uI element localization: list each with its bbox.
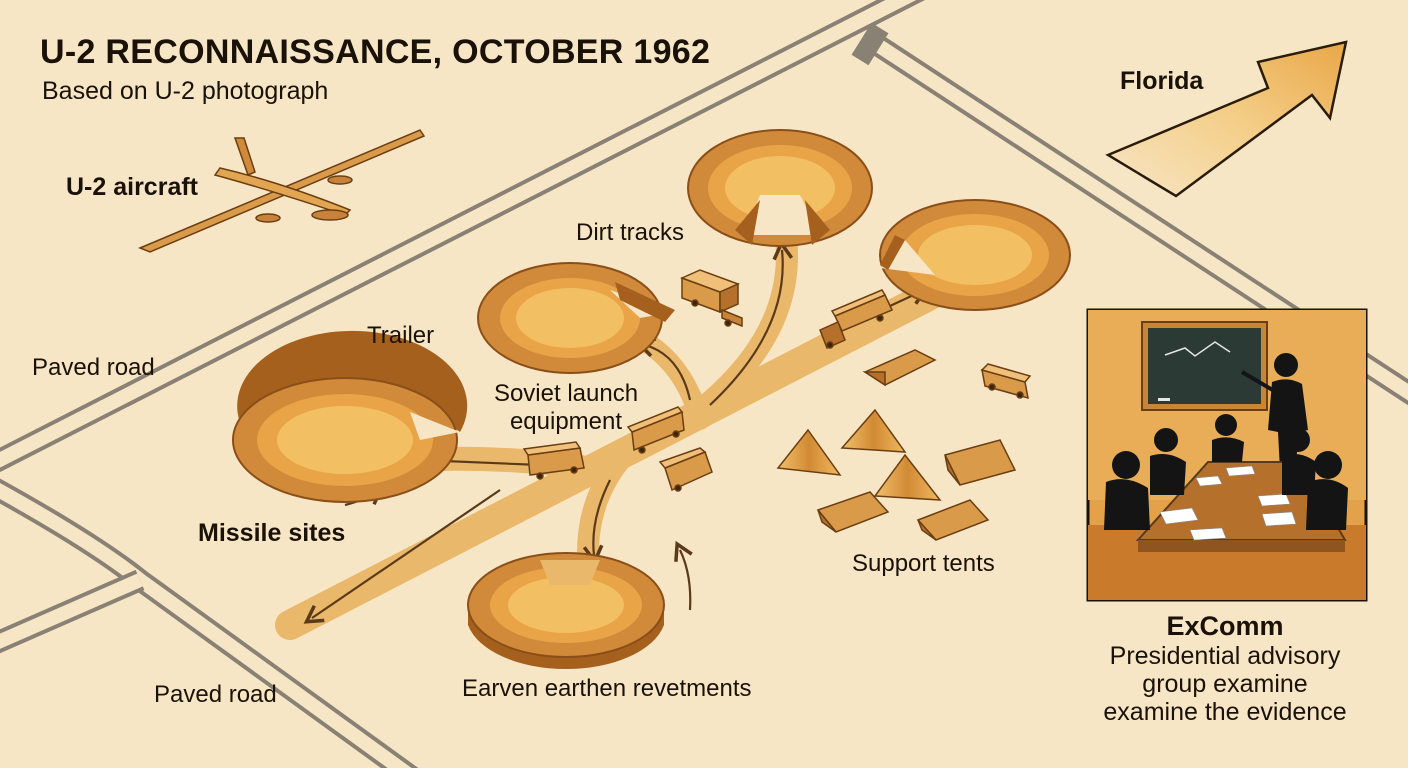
launch-equipment-line1: Soviet launch [493,380,639,407]
aircraft-label: U-2 aircraft [66,173,198,201]
tent-icon [776,428,842,476]
presenter-icon [1240,353,1308,470]
excomm-caption: ExComm Presidential advisory group exami… [1090,612,1360,726]
truck-icon [626,406,685,454]
florida-label: Florida [1120,67,1204,95]
arrow-icon [303,489,501,624]
excomm-caption-line3: examine the evidence [1103,698,1347,726]
excomm-members [1104,414,1348,530]
tent-icon [943,439,1017,486]
tent-icon [862,349,937,387]
tent-icon [840,408,907,453]
trailer-icon [522,441,585,480]
paved-road-label-lower: Paved road [154,681,277,708]
missile-sites-label: Missile sites [198,519,346,547]
arrow-icon [635,337,692,401]
support-tents [776,349,1017,541]
trailer-icon [680,269,743,328]
page-subtitle: Based on U-2 photograph [42,77,329,105]
paved-road-label-upper: Paved road [32,354,155,381]
dirt-tracks-label: Dirt tracks [576,219,684,246]
launch-equipment-line2: equipment [509,408,623,436]
arrow-icon [582,479,611,566]
chalkboard-icon [1141,321,1268,411]
revetments-label: Earven earthen revetments [462,675,752,702]
tent-icon [873,453,942,501]
vehicles [522,269,1032,492]
arrow-icon [709,239,794,406]
tent-icon [816,491,890,533]
missile-site-east [879,199,1071,311]
florida-arrow-icon [1105,40,1348,198]
excomm-panel [1086,308,1368,602]
excomm-caption-line1: Presidential advisory [1109,642,1341,670]
trailer-icon [658,447,713,492]
truck-icon [819,289,894,350]
excomm-caption-line2: group examine [1142,670,1308,698]
support-tents-label: Support tents [852,550,995,577]
launch-equipment-label: Soviet launch equipment [486,380,646,436]
truck-icon [980,363,1032,400]
paved-road-lower [0,478,419,768]
page-title: U-2 RECONNAISSANCE, OCTOBER 1962 [40,33,711,71]
missile-site-mid [477,262,675,374]
missile-site-west [232,330,468,503]
airplane-icon [138,129,426,253]
missile-site-north [687,129,873,247]
track-arrows [303,239,930,624]
arrow-icon [674,540,693,611]
missile-site-south [467,552,665,670]
paved-road-main [0,0,926,473]
excomm-title: ExComm [1166,611,1284,641]
tent-icon [916,499,990,541]
trailer-label: Trailer [367,322,435,349]
